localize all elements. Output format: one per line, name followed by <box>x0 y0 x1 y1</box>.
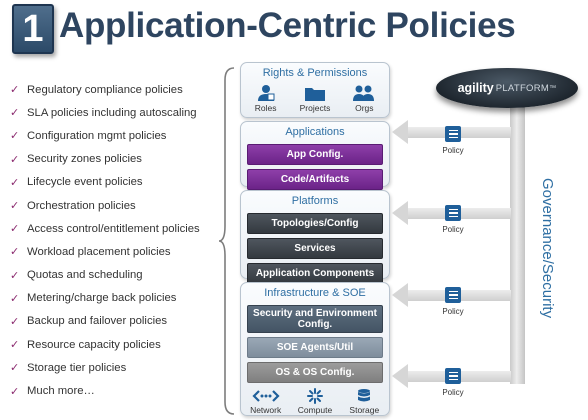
storage-item: Storage <box>341 388 387 415</box>
orgs-label: Orgs <box>355 103 374 113</box>
applications-panel: Applications App Config. Code/Artifacts <box>240 121 390 190</box>
check-icon: ✓ <box>10 130 20 143</box>
panel-title: Infrastructure & SOE <box>264 287 366 299</box>
slide-number-badge: 1 <box>12 4 54 54</box>
logo-trademark: ™ <box>549 84 557 92</box>
check-icon: ✓ <box>10 385 20 398</box>
arrow-left-icon <box>392 201 408 225</box>
curly-brace <box>218 67 235 415</box>
governance-pipe <box>510 106 525 384</box>
arrow-left-icon <box>392 364 408 388</box>
projects-label: Projects <box>299 103 331 113</box>
application-components-bar: Application Components <box>247 263 383 284</box>
check-icon: ✓ <box>10 176 20 189</box>
agility-platform-logo: agility PLATFORM ™ <box>436 68 578 108</box>
policy-label: Policy <box>442 307 464 316</box>
page-title: Application-Centric Policies <box>59 6 516 45</box>
code-artifacts-bar: Code/Artifacts <box>247 169 383 190</box>
policy-label: Policy <box>442 388 464 397</box>
roles-label: Roles <box>254 103 277 113</box>
list-item: ✓Much more… <box>10 385 95 398</box>
governance-security-label: Governance/Security <box>539 178 556 319</box>
infra-icon-row: Network Compute Storage <box>241 388 389 415</box>
network-label: Network <box>250 405 282 415</box>
list-item: ✓Access control/entitlement policies <box>10 222 200 236</box>
check-icon: ✓ <box>10 246 20 259</box>
services-bar: Services <box>247 238 383 259</box>
storage-label: Storage <box>349 405 380 415</box>
os-config-bar: OS & OS Config. <box>247 362 383 383</box>
check-icon: ✓ <box>10 223 20 236</box>
list-item: ✓Configuration mgmt policies <box>10 129 167 143</box>
list-item: ✓Security zones policies <box>10 153 142 166</box>
soe-agents-bar: SOE Agents/Util <box>247 337 383 358</box>
rights-icon-row: Roles Projects Orgs <box>241 84 389 113</box>
projects-item: Projects <box>292 84 338 113</box>
platforms-panel: Platforms Topologies/Config Services App… <box>240 190 390 284</box>
logo-brand: agility <box>457 81 494 95</box>
policy-document-icon <box>445 368 461 384</box>
list-item: ✓Workload placement policies <box>10 245 171 259</box>
arrow-left-icon <box>392 120 408 144</box>
infrastructure-soe-panel: Infrastructure & SOE Security and Enviro… <box>240 282 390 416</box>
policy-document-icon <box>445 126 461 142</box>
check-icon: ✓ <box>10 200 20 213</box>
panel-title: Rights & Permissions <box>262 67 368 79</box>
app-config-bar: App Config. <box>247 144 383 165</box>
check-icon: ✓ <box>10 107 20 120</box>
projects-icon <box>304 88 325 101</box>
list-item: ✓Quotas and scheduling <box>10 269 143 282</box>
compute-label: Compute <box>297 405 333 415</box>
roles-item: Roles <box>243 84 289 113</box>
orgs-item: Orgs <box>341 84 387 113</box>
policy-document-icon <box>445 287 461 303</box>
policy-label: Policy <box>442 146 464 155</box>
check-icon: ✓ <box>10 292 20 305</box>
list-item: ✓Metering/charge back policies <box>10 292 177 305</box>
topologies-config-bar: Topologies/Config <box>247 213 383 234</box>
panel-title: Applications <box>285 126 345 138</box>
rights-permissions-panel: Rights & Permissions Roles Projects Orgs <box>240 62 390 118</box>
security-env-config-bar: Security and Environment Config. <box>247 305 383 333</box>
compute-icon <box>306 388 323 404</box>
check-icon: ✓ <box>10 84 20 97</box>
list-item: ✓Orchestration policies <box>10 199 136 213</box>
list-item: ✓Storage tier policies <box>10 361 127 375</box>
compute-item: Compute <box>292 388 338 415</box>
check-icon: ✓ <box>10 153 20 166</box>
storage-icon <box>358 389 371 402</box>
arrow-left-icon <box>392 283 408 307</box>
policy-document-icon <box>445 205 461 221</box>
policy-list: ✓Regulatory compliance policies ✓SLA pol… <box>10 78 200 403</box>
check-icon: ✓ <box>10 362 20 375</box>
panel-title: Platforms <box>291 195 339 207</box>
logo-suffix: PLATFORM <box>495 82 550 94</box>
policy-label: Policy <box>442 225 464 234</box>
network-icon <box>252 390 280 402</box>
check-icon: ✓ <box>10 339 20 352</box>
list-item: ✓Lifecycle event policies <box>10 176 143 189</box>
check-icon: ✓ <box>10 315 20 328</box>
check-icon: ✓ <box>10 269 20 282</box>
network-item: Network <box>243 388 289 415</box>
list-item: ✓Backup and failover policies <box>10 315 168 328</box>
list-item: ✓Regulatory compliance policies <box>10 83 183 97</box>
list-item: ✓Resource capacity policies <box>10 338 161 352</box>
roles-icon <box>257 85 275 101</box>
list-item: ✓SLA policies including autoscaling <box>10 106 197 120</box>
orgs-icon <box>353 85 375 101</box>
